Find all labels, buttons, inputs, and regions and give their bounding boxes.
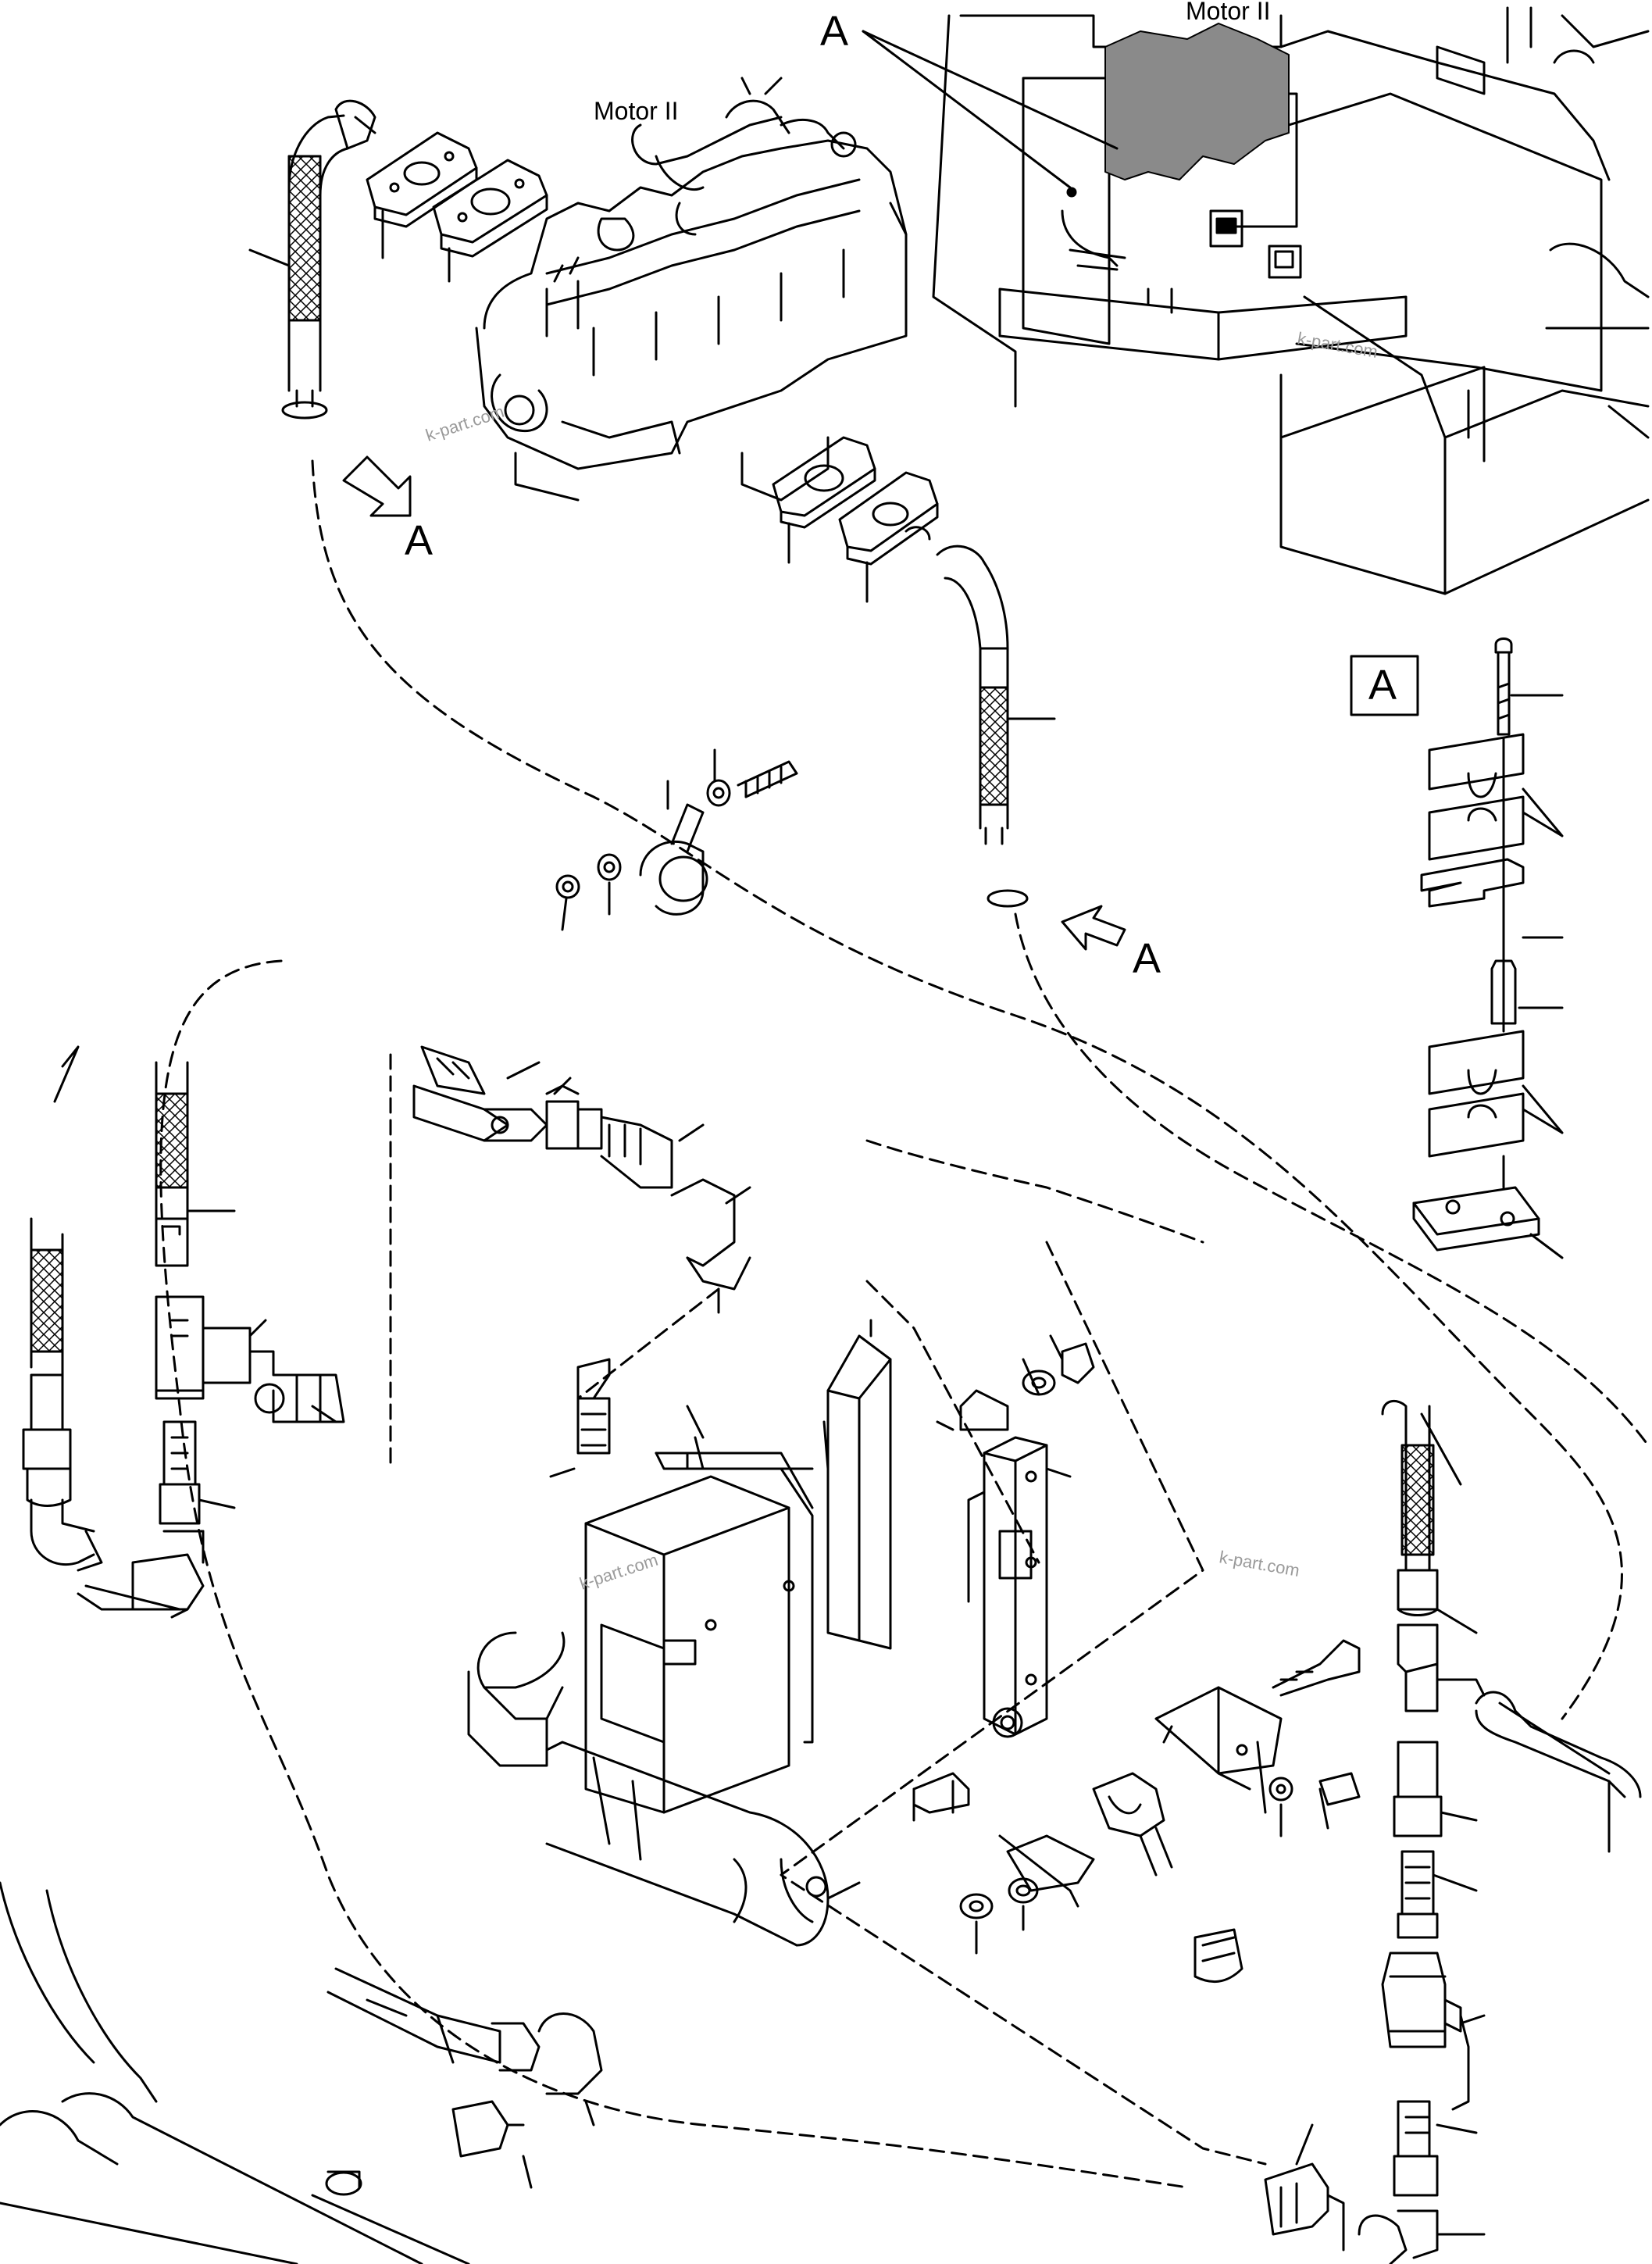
watermark: k-part.com bbox=[1296, 328, 1379, 362]
channel-bracket-center bbox=[822, 1319, 892, 1650]
flange-gasket-left bbox=[366, 131, 478, 259]
watermark: k-part.com bbox=[423, 402, 507, 445]
watermark: k-part.com bbox=[1218, 1547, 1301, 1580]
dashed-routing-lines bbox=[159, 459, 1650, 2189]
shaded-engine-block-icon bbox=[1104, 23, 1290, 180]
view-arrow-right-icon bbox=[1061, 905, 1126, 951]
flange-gasket-left-2 bbox=[432, 159, 548, 283]
right-hose-fittings bbox=[1264, 1399, 1642, 2264]
left-fittings-group bbox=[22, 1045, 345, 1619]
hydraulic-hose-middle bbox=[936, 545, 1056, 908]
watermark: k-part.com bbox=[577, 1550, 661, 1594]
ball-valve-assembly-top bbox=[412, 1045, 751, 1314]
control-box-assembly bbox=[467, 1358, 861, 1947]
view-arrow-left-icon bbox=[342, 455, 412, 517]
hydraulic-hose-top-left bbox=[248, 99, 376, 420]
view-a-arrow-left-label: A bbox=[405, 517, 433, 564]
engine-room-view bbox=[932, 6, 1650, 595]
clamp-stack-detail bbox=[1412, 637, 1564, 1259]
motor-label-left: Motor II bbox=[594, 97, 678, 125]
flange-gasket-middle bbox=[772, 436, 876, 564]
view-a-callout: A bbox=[820, 8, 848, 55]
detail-a-box bbox=[1350, 655, 1419, 716]
detail-a-label: A bbox=[1368, 662, 1397, 709]
lower-clamp-parts bbox=[959, 1639, 1361, 1984]
engine-illustration bbox=[475, 77, 908, 502]
flange-gasket-middle-2 bbox=[838, 471, 939, 603]
view-a-arrow-right-label: A bbox=[1133, 935, 1161, 982]
vertical-support-bracket bbox=[912, 1334, 1095, 1822]
bottom-left-structure bbox=[0, 1881, 603, 2264]
p-clamp-middle bbox=[555, 748, 798, 931]
motor-label-right: Motor II bbox=[1186, 0, 1270, 25]
